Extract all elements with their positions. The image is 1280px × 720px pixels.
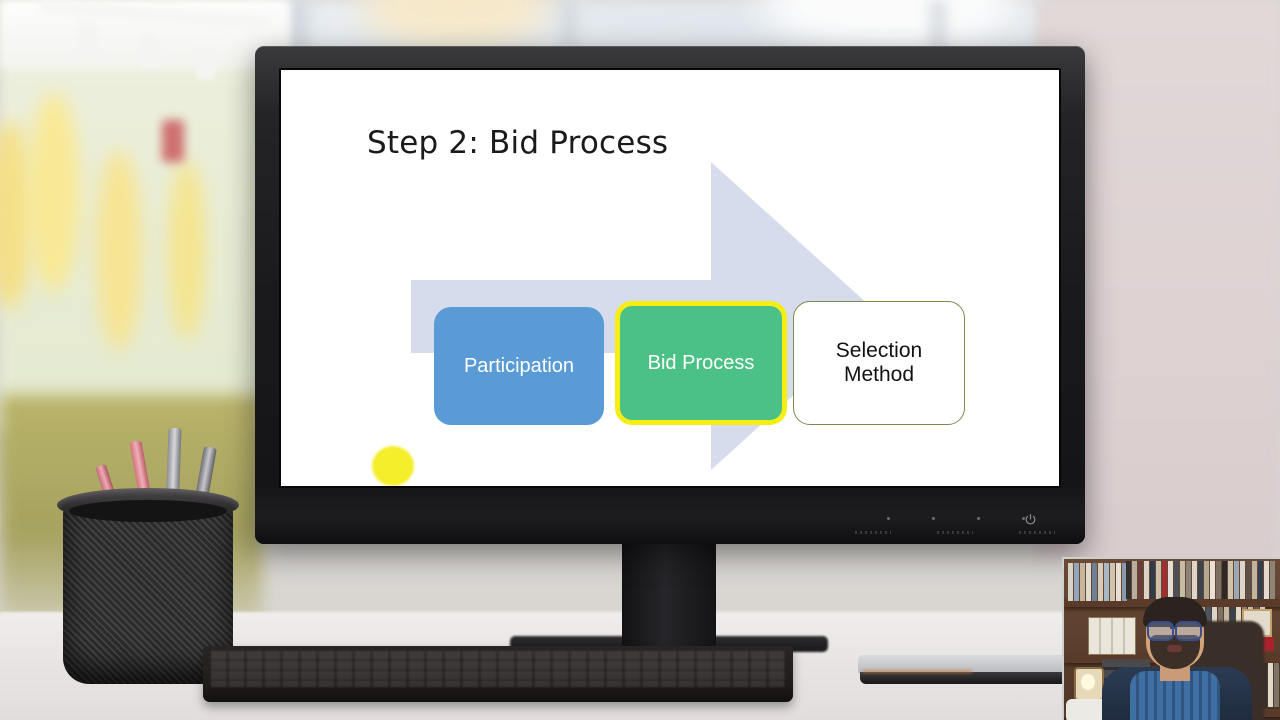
monitor-down-button[interactable] xyxy=(932,517,935,520)
laptop-lid xyxy=(858,655,1088,673)
track-light-head xyxy=(196,46,216,80)
step-box-selection-method[interactable]: Selection Method xyxy=(793,301,965,425)
track-light-head xyxy=(78,22,98,56)
desk-clock xyxy=(1074,667,1104,701)
step-label: Participation xyxy=(463,354,575,377)
red-wall-object xyxy=(162,120,184,162)
wall-light xyxy=(28,92,80,292)
keyboard-keys[interactable] xyxy=(211,651,785,687)
clock-face xyxy=(1081,674,1095,690)
book-row xyxy=(1126,561,1280,599)
vent-slot xyxy=(937,531,973,534)
keyboard[interactable] xyxy=(203,646,793,702)
keyboard-front-edge xyxy=(203,689,793,702)
step-box-participation[interactable]: Participation xyxy=(434,307,604,425)
presenter-mouth xyxy=(1167,645,1182,652)
pen-holder-opening xyxy=(69,500,227,522)
monitor-vents xyxy=(855,531,1055,534)
monitor-menu-button[interactable] xyxy=(887,517,890,520)
laptop-edge-highlight xyxy=(862,670,972,673)
wall-light xyxy=(96,150,142,350)
book-row xyxy=(1068,563,1127,601)
power-icon[interactable] xyxy=(1024,513,1037,526)
step-label-line2: Method xyxy=(843,363,915,386)
step-label: Bid Process xyxy=(647,351,755,374)
monitor-up-button[interactable] xyxy=(977,517,980,520)
laptop-base xyxy=(860,672,1086,684)
binders xyxy=(1088,617,1136,655)
vent-slot xyxy=(855,531,891,534)
eyeglass-lens-right xyxy=(1175,621,1202,641)
monitor-select-button[interactable] xyxy=(1022,517,1025,520)
computer-monitor: Step 2: Bid Process Participation Bid Pr… xyxy=(255,46,1085,544)
monitor-stand-neck xyxy=(622,540,716,648)
laser-pointer-dot xyxy=(372,446,414,486)
monitor-chin xyxy=(255,488,1085,544)
step-label-line1: Selection xyxy=(835,338,923,362)
slide-title: Step 2: Bid Process xyxy=(367,125,669,161)
track-light-head xyxy=(140,34,160,68)
presentation-slide: Step 2: Bid Process Participation Bid Pr… xyxy=(281,70,1059,486)
wall-light xyxy=(168,160,206,340)
eyeglass-bridge xyxy=(1170,627,1177,629)
step-box-bid-process[interactable]: Bid Process xyxy=(615,301,787,425)
vent-slot xyxy=(1019,531,1055,534)
monitor-screen: Step 2: Bid Process Participation Bid Pr… xyxy=(281,70,1059,486)
presenter-webcam-overlay[interactable] xyxy=(1062,557,1280,720)
monitor-control-buttons[interactable] xyxy=(887,517,1025,520)
pen-holder-rim xyxy=(57,488,239,522)
closed-laptop[interactable] xyxy=(858,655,1088,685)
step-label-wrapper: Selection Method xyxy=(836,339,922,387)
eyeglass-lens-left xyxy=(1147,621,1174,641)
